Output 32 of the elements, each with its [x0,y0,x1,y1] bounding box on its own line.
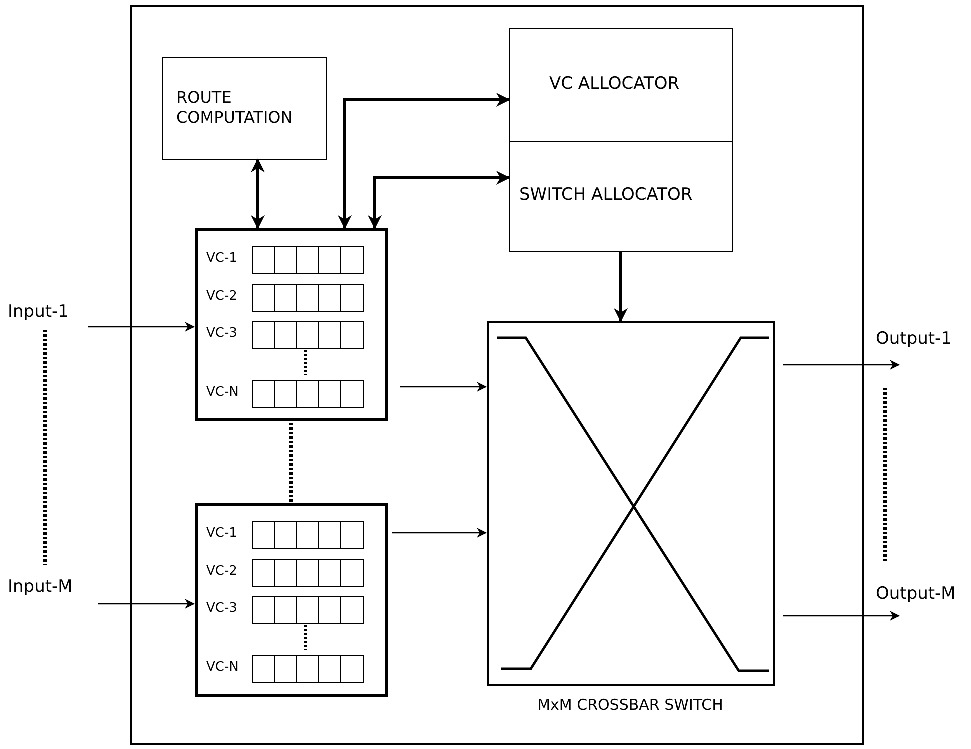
port-label: Input-M [8,577,73,597]
arrow [338,93,510,230]
process-box [508,28,732,142]
process-box [162,56,326,160]
port-label: Output-1 [876,329,952,349]
channel-label: VC-N [206,384,239,400]
arrow [98,599,195,609]
channel-label: VC-3 [206,600,238,616]
channel-label: VC-3 [206,326,238,340]
channel-label: VC-N [206,660,239,674]
channel-label: VC-1 [206,526,238,540]
router-box [130,5,864,745]
arrow [614,252,628,322]
arrow [88,322,195,332]
channel-label: VC-2 [206,288,238,304]
arrow [368,171,510,230]
input-unit-box [194,502,388,696]
arrow [400,382,487,392]
node-label: SWITCH ALLOCATOR [518,185,693,207]
port-label: Input-1 [8,302,69,322]
node-label: VC ALLOCATOR [548,74,680,96]
process-box [508,140,732,252]
arrow [783,611,900,621]
input-unit-box [194,228,388,420]
arrow [251,158,265,230]
node-caption: MxM CROSSBAR SWITCH [538,696,724,714]
channel-label: VC-2 [206,564,238,578]
port-label: Output-M [876,584,956,604]
channel-label: VC-1 [206,250,238,266]
arrow [783,360,900,370]
node-label: ROUTE COMPUTATION [176,88,294,128]
arrow [392,528,487,538]
